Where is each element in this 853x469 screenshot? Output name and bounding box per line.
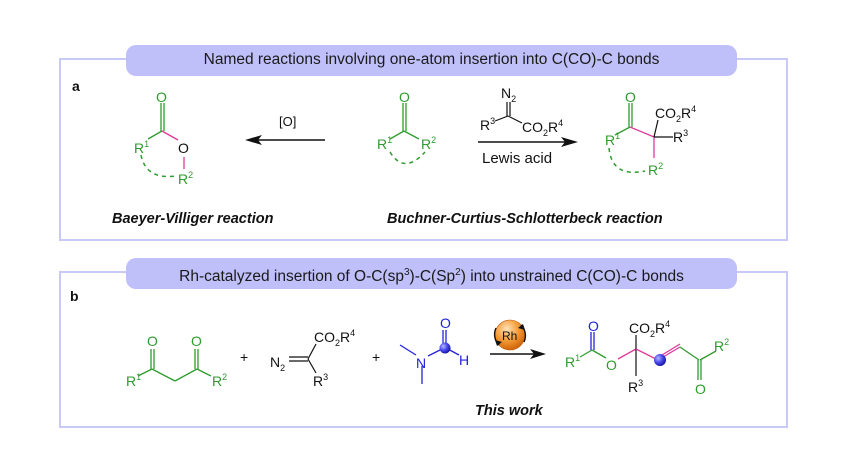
product-b-ester: CO2R4 <box>629 319 670 339</box>
lactone-carbonyl-o: O <box>156 89 167 105</box>
product-b-r3: R3 <box>628 378 643 395</box>
panel-a-label: a <box>72 78 80 94</box>
lewis-acid-label: Lewis acid <box>482 150 552 167</box>
dmf-n: N <box>416 355 426 371</box>
panel-b-label: b <box>70 288 79 304</box>
panel-b-title-sup1: 3 <box>403 267 410 278</box>
diazo-b-r3: R3 <box>313 372 328 389</box>
dmf-structure: O N H <box>399 315 469 384</box>
lactone-r1: R1 <box>134 139 149 156</box>
this-work-caption: This work <box>475 403 543 419</box>
dmf-carbon-highlight-icon <box>439 342 451 354</box>
panel-b-title: Rh-catalyzed insertion of O-C(sp3)-C(Sp2… <box>126 258 737 289</box>
lactone-r2: R2 <box>178 170 193 187</box>
product-a-r3: R3 <box>673 128 688 145</box>
plus-sign-2: + <box>372 349 380 365</box>
product-a-ester: CO2R4 <box>655 104 696 124</box>
product-a-r2: R2 <box>648 161 663 178</box>
diazo-b-ester: CO2R4 <box>314 328 355 348</box>
plus-sign-1: + <box>240 349 248 365</box>
lewis-acid-arrow: N2 R3 CO2R4 Lewis acid <box>478 85 578 167</box>
inserted-carbon-highlight-icon <box>654 354 666 366</box>
rh-catalyst-arrow: Rh <box>490 319 546 359</box>
diketone-o2: O <box>191 333 202 349</box>
oxidation-arrow: [O] <box>245 114 325 145</box>
ketone-r1: R1 <box>377 135 392 152</box>
ketone-structure: O R1 R2 <box>377 89 436 165</box>
diketone-o1: O <box>147 333 158 349</box>
product-b-o-carbonyl: O <box>588 318 599 334</box>
oxidant-label: [O] <box>279 114 296 129</box>
diketone-r1: R1 <box>126 372 141 389</box>
panel-a-title: Named reactions involving one-atom inser… <box>126 45 737 76</box>
panel-b-title-post: ) into unstrained C(CO)-C bonds <box>460 268 684 286</box>
product-b-r1: R1 <box>565 353 580 370</box>
diazo-b-n2: N2 <box>270 354 285 373</box>
homologated-ketone-structure: O R1 R2 R3 CO2R4 <box>605 89 696 178</box>
product-b-o-ester: O <box>606 357 617 373</box>
dmf-o: O <box>440 315 451 331</box>
diketone-structure: O O R1 R2 <box>126 333 227 389</box>
diazo-n2: N2 <box>501 85 516 104</box>
lactone-structure: O O R1 R2 <box>134 89 193 187</box>
diazo-r3: R3 <box>480 116 495 133</box>
panel-b-title-sup2: 2 <box>455 267 461 278</box>
diketone-r2: R2 <box>212 372 227 389</box>
panel-b-title-pre: Rh-catalyzed insertion of O-C(sp <box>179 268 404 286</box>
panel-b-title-mid: )-C(Sp <box>409 268 456 286</box>
product-b-o-ketone: O <box>695 381 706 397</box>
product-a-r1: R1 <box>605 131 620 148</box>
ketone-r2: R2 <box>421 135 436 152</box>
dmf-h: H <box>459 352 469 368</box>
baeyer-villiger-caption: Baeyer-Villiger reaction <box>112 211 274 227</box>
lactone-ring-o: O <box>178 140 189 156</box>
diazo-ester-structure: N2 CO2R4 R3 <box>270 328 355 389</box>
rh-label: Rh <box>502 329 517 343</box>
buchner-curtius-caption: Buchner-Curtius-Schlotterbeck reaction <box>387 211 663 227</box>
ketone-o: O <box>399 89 410 105</box>
insertion-product-structure: O R1 O CO2R4 R3 O R2 <box>565 318 729 397</box>
product-a-o: O <box>625 89 636 105</box>
diazo-ester: CO2R4 <box>522 118 563 138</box>
product-b-r2: R2 <box>714 337 729 354</box>
